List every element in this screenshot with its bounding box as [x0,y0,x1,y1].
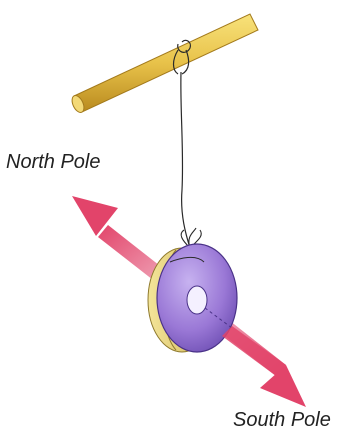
wooden-stick-icon [70,14,258,114]
north-pole-label: North Pole [6,152,101,172]
arrow-front-segment [222,326,286,376]
south-pole-label: South Pole [233,410,331,430]
hanging-string [181,72,190,248]
